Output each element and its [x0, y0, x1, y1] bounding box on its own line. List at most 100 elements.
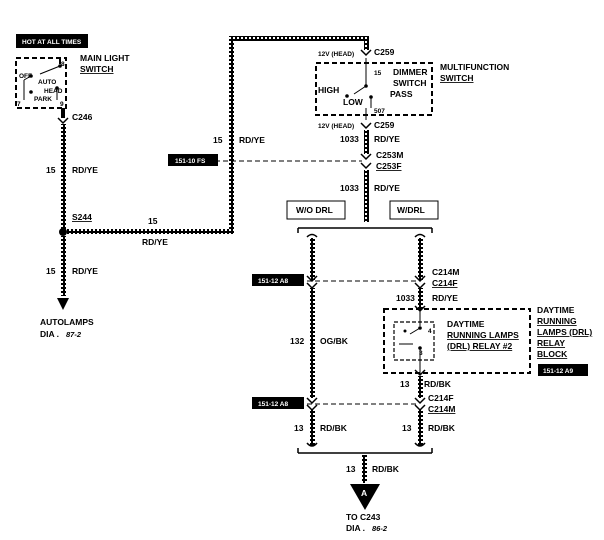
- wire-13-left-color: RD/BK: [320, 423, 348, 433]
- main-switch-pos-park: PARK: [34, 96, 52, 103]
- autolamps-label: AUTOLAMPS: [40, 317, 94, 327]
- wire-13-right-upper-number: 13: [400, 379, 410, 389]
- wire-1033-lower-number: 1033: [396, 293, 415, 303]
- wire-15-horizontal: [67, 229, 231, 234]
- dimmer-switch-label-1: DIMMER: [393, 67, 427, 77]
- wire-15-top: [229, 36, 369, 41]
- ref-151-10-fs: 151-10 FS: [175, 158, 206, 165]
- connector-c253m: C253M: [376, 150, 403, 160]
- wire-1033-lower-color: RD/YE: [432, 293, 458, 303]
- wire-15-horizontal-number: 15: [148, 216, 158, 226]
- wire-13-final: [362, 455, 367, 483]
- wire-1033-upper-number: 1033: [340, 134, 359, 144]
- connector-c253f: C253F: [376, 161, 402, 171]
- drl-relay-pin-3: 3: [419, 350, 423, 357]
- wire-13-left-number: 13: [294, 423, 304, 433]
- wire-13-right-lower: [418, 410, 423, 446]
- c243-dia-label: DIA .: [346, 523, 365, 533]
- autolamps-arrow: [57, 298, 69, 310]
- multifunction-switch-title-2: SWITCH: [440, 73, 474, 83]
- connector-c246: C246: [72, 112, 93, 122]
- main-switch-pos-off: OFF: [19, 73, 32, 80]
- wire-15-vertical-number: 15: [213, 135, 223, 145]
- option-w-drl: W/DRL: [397, 205, 425, 215]
- autolamps-dia-label: DIA .: [40, 329, 59, 339]
- connector-c259-top: C259: [374, 47, 395, 57]
- connector-c214f-bottom: C214F: [428, 393, 454, 403]
- wire-132-number: 132: [290, 336, 304, 346]
- wire-1033-middle-color: RD/YE: [374, 183, 400, 193]
- drl-block-label-1: DAYTIME: [537, 305, 575, 315]
- wire-132-color: OG/BK: [320, 336, 349, 346]
- ref-151-12-a9: 151-12 A9: [543, 368, 573, 375]
- dimmer-pos-high: HIGH: [318, 85, 339, 95]
- wire-13-final-number: 13: [346, 464, 356, 474]
- splice-s244-label: S244: [72, 212, 92, 222]
- wire-13-right-upper: [418, 376, 423, 398]
- multifunction-note-bottom: 12V (HEAD): [318, 123, 354, 130]
- multifunction-note-top: 12V (HEAD): [318, 51, 354, 58]
- c243-arrow: [350, 484, 380, 510]
- c243-label: TO C243: [346, 512, 381, 522]
- wire-15-left-upper-number: 15: [46, 165, 56, 175]
- wire-1033-upper: [364, 130, 369, 154]
- c243-dia-ref: 86-2: [372, 524, 388, 533]
- connector-c214m-bottom: C214M: [428, 404, 455, 414]
- wire-15-left-upper-color: RD/YE: [72, 165, 98, 175]
- wire-1033-upper-color: RD/YE: [374, 134, 400, 144]
- main-switch-pos-head: HEAD: [44, 88, 63, 95]
- wire-13-right-lower-number: 13: [402, 423, 412, 433]
- wire-1033-middle-number: 1033: [340, 183, 359, 193]
- wire-13-left: [310, 410, 315, 446]
- c243-marker: A: [361, 488, 367, 498]
- ref-151-12-a8-bottom: 151-12 A8: [258, 401, 288, 408]
- main-light-switch: 8 OFF AUTO HEAD PARK 7 9: [15, 57, 67, 109]
- option-wo-drl-box: [286, 200, 346, 220]
- drl-relay-label-3: (DRL) RELAY #2: [447, 341, 512, 351]
- autolamps-dia-ref: 87-2: [66, 330, 82, 339]
- connector-c214f-top: C214F: [432, 278, 458, 288]
- dimmer-pos-low: LOW: [343, 97, 364, 107]
- drl-block-label-3: LAMPS (DRL): [537, 327, 592, 337]
- hot-at-all-times-label: HOT AT ALL TIMES: [22, 39, 82, 46]
- ref-151-12-a8-top: 151-12 A8: [258, 278, 288, 285]
- wire-13-right-lower-color: RD/BK: [428, 423, 456, 433]
- wire-15-left-upper: [61, 124, 66, 230]
- connector-c259-top-symbol: [360, 49, 372, 57]
- drl-relay-block: [383, 308, 531, 375]
- main-switch-pin-8: 8: [61, 61, 65, 68]
- option-wo-drl: W/O DRL: [296, 205, 333, 215]
- drl-relay-pin-4: 4: [428, 328, 432, 335]
- wire-13-right-upper-color: RD/BK: [424, 379, 452, 389]
- splice-s244: [59, 228, 67, 236]
- multifunction-switch-title-1: MULTIFUNCTION: [440, 62, 509, 72]
- option-w-drl-box: [389, 200, 439, 220]
- wire-15-vertical: [229, 38, 234, 234]
- drl-block-label-2: RUNNING: [537, 316, 577, 326]
- main-switch-pos-auto: AUTO: [38, 79, 56, 86]
- multifunction-switch: [315, 58, 433, 120]
- drl-block-label-4: RELAY: [537, 338, 565, 348]
- drl-relay-label-2: RUNNING LAMPS: [447, 330, 519, 340]
- wire-wodrl-upper: [310, 238, 315, 280]
- wire-15-top-drop: [364, 36, 369, 50]
- wire-15-horizontal-color: RD/YE: [142, 237, 168, 247]
- wire-132: [310, 288, 315, 398]
- wire-1033-lower: [418, 288, 423, 310]
- main-light-switch-title-1: MAIN LIGHT: [80, 53, 130, 63]
- wire-15-left-lower: [61, 236, 66, 296]
- ref-151-10-fs-box: [168, 154, 218, 166]
- dimmer-switch-label-2: SWITCH: [393, 78, 427, 88]
- wire-15-left-lower-number: 15: [46, 266, 56, 276]
- connector-c214m-top: C214M: [432, 267, 459, 277]
- wire-13-final-color: RD/BK: [372, 464, 400, 474]
- connector-c246-symbol: [57, 117, 69, 125]
- connector-c253f-symbol: [360, 162, 372, 170]
- multifunction-pin-507: 507: [374, 108, 385, 115]
- ref-151-12-a8-bottom-box: [252, 397, 304, 409]
- main-switch-pin-9: 9: [60, 101, 64, 108]
- wire-1033-middle: [364, 170, 369, 222]
- wire-15-left-lower-color: RD/YE: [72, 266, 98, 276]
- wire-15-vertical-color: RD/YE: [239, 135, 265, 145]
